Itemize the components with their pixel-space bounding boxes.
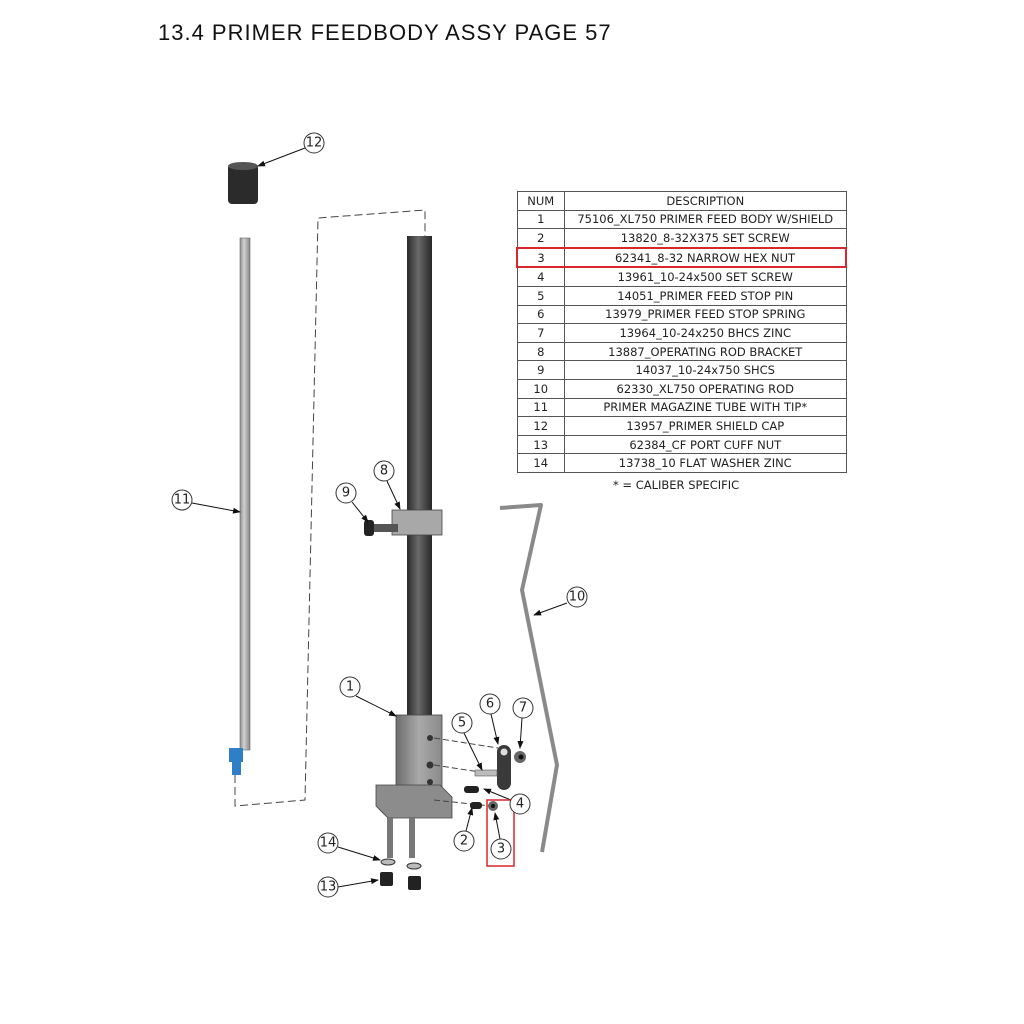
balloon-12: 12 — [303, 132, 325, 154]
balloon-11: 11 — [171, 489, 193, 511]
row-num: 6 — [516, 304, 565, 325]
balloon-13: 13 — [317, 876, 339, 898]
row-description: 62330_XL750 OPERATING ROD — [564, 378, 847, 399]
balloon-9: 9 — [335, 482, 357, 504]
leader-lines — [191, 147, 568, 888]
row-description: 13738_10 FLAT WASHER ZINC — [564, 453, 847, 473]
balloon-label: 2 — [460, 834, 468, 849]
balloon-label: 5 — [458, 716, 466, 731]
page-title: 13.4 PRIMER FEEDBODY ASSY PAGE 57 — [158, 20, 612, 45]
feed-body — [375, 236, 453, 890]
balloon-6: 6 — [479, 693, 501, 715]
balloon-14: 14 — [317, 832, 339, 854]
row-num: 13 — [516, 434, 565, 455]
row-description: 14037_10-24x750 SHCS — [564, 360, 847, 380]
balloon-label: 11 — [174, 493, 191, 508]
balloon-label: 1 — [346, 680, 354, 695]
row-description: 62341_8-32 NARROW HEX NUT — [564, 246, 847, 269]
balloon-5: 5 — [451, 712, 473, 734]
balloon-label: 7 — [519, 701, 527, 716]
balloon-label: 4 — [516, 797, 524, 812]
row-description: PRIMER MAGAZINE TUBE WITH TIP* — [564, 397, 847, 418]
row-description: 13957_PRIMER SHIELD CAP — [564, 416, 847, 436]
row-num: 12 — [516, 416, 565, 436]
balloon-label: 10 — [569, 590, 586, 605]
balloon-1: 1 — [339, 676, 361, 698]
small-hardware — [433, 737, 526, 811]
balloon-label: 6 — [486, 697, 494, 712]
row-description: 14051_PRIMER FEED STOP PIN — [564, 285, 847, 306]
row-num: 4 — [516, 266, 565, 287]
row-num: 10 — [516, 378, 565, 399]
balloon-2: 2 — [453, 830, 475, 852]
balloon-label: 8 — [380, 464, 388, 479]
assembly-path-line — [234, 209, 426, 807]
operating-rod-bracket — [364, 509, 443, 536]
balloon-label: 13 — [320, 880, 337, 895]
balloon-4: 4 — [509, 793, 531, 815]
highlight-box-item-3 — [486, 799, 515, 867]
balloon-label: 9 — [342, 486, 350, 501]
balloon-label: 12 — [306, 136, 323, 151]
caliber-note: * = CALIBER SPECIFIC — [613, 478, 740, 492]
balloon-label: 14 — [320, 836, 337, 851]
row-num: 14 — [516, 453, 565, 473]
primer-magazine-tube — [229, 237, 251, 775]
operating-rod — [499, 503, 559, 853]
row-description: 62384_CF PORT CUFF NUT — [564, 434, 847, 455]
row-description: 13964_10-24x250 BHCS ZINC — [564, 323, 847, 343]
row-description: 13979_PRIMER FEED STOP SPRING — [564, 304, 847, 325]
balloon-10: 10 — [566, 586, 588, 608]
row-description: 13961_10-24x500 SET SCREW — [564, 266, 847, 287]
row-description: 13887_OPERATING ROD BRACKET — [564, 341, 847, 362]
primer-shield-cap — [228, 162, 258, 204]
balloon-3: 3 — [490, 838, 512, 860]
balloon-8: 8 — [373, 460, 395, 482]
balloon-label: 3 — [497, 842, 505, 857]
balloon-7: 7 — [512, 697, 534, 719]
row-num: 11 — [516, 397, 565, 418]
